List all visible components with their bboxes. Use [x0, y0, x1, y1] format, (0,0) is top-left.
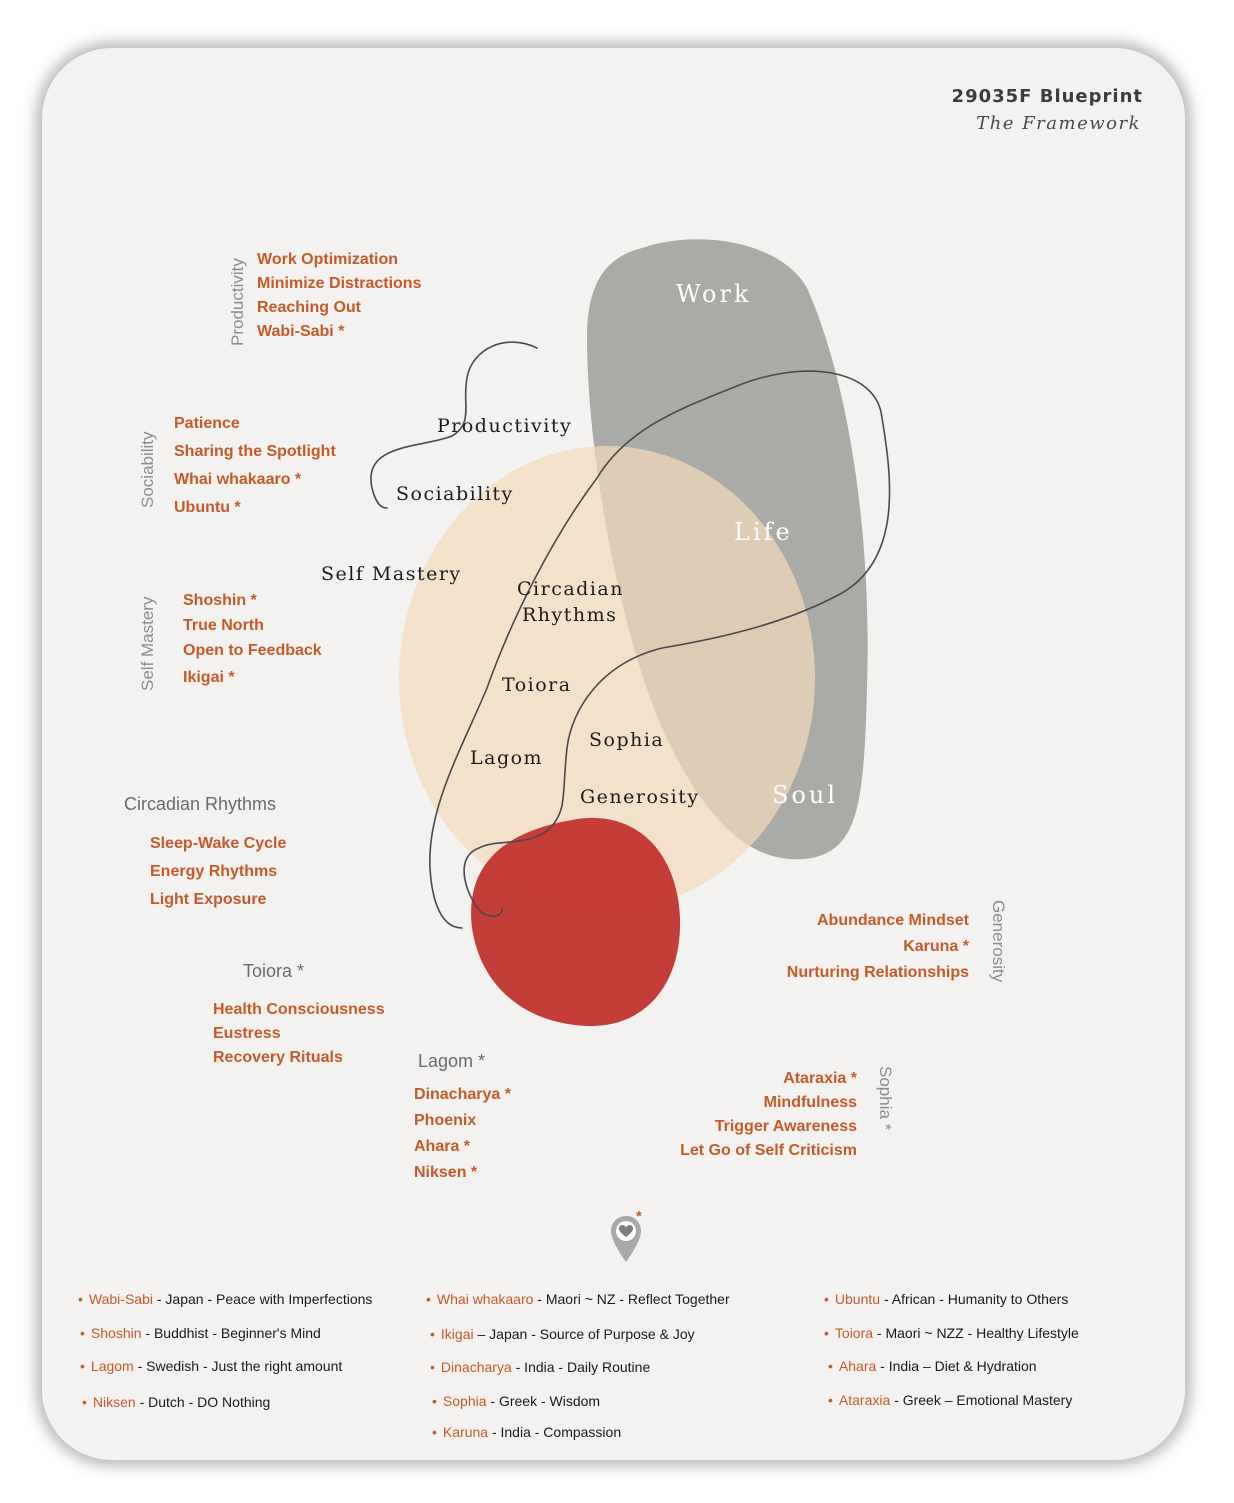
- list-item: Dinacharya *: [414, 1086, 511, 1103]
- diagram-label-generosity: Generosity: [580, 786, 700, 808]
- list-item: Ubuntu *: [174, 499, 241, 516]
- list-item: Ahara *: [414, 1138, 471, 1155]
- list-item: Work Optimization: [257, 251, 399, 268]
- list-item: Niksen *: [414, 1164, 478, 1181]
- circadian-list: Sleep-Wake Cycle Energy Rhythms Light Ex…: [150, 830, 286, 914]
- list-item: Nurturing Relationships: [786, 964, 969, 981]
- list-item: Minimize Distractions: [257, 275, 422, 292]
- lagom-list: Dinacharya * Phoenix Ahara * Niksen *: [414, 1082, 511, 1186]
- self-mastery-group-heading: Self Mastery: [138, 596, 157, 691]
- heart-location-pin-icon: [611, 1216, 641, 1262]
- page-title: 29035F Blueprint: [951, 86, 1143, 107]
- list-item: Eustress: [213, 1025, 281, 1042]
- legend-item: •Sophia - Greek - Wisdom: [432, 1393, 601, 1409]
- framework-card: 29035F Blueprint The Framework Work Life…: [42, 48, 1185, 1460]
- legend-item: •Whai whakaaro - Maori ~ NZ - Reflect To…: [426, 1291, 730, 1307]
- list-item: Reaching Out: [257, 299, 362, 316]
- list-item: Shoshin *: [183, 592, 257, 609]
- sophia-list: Ataraxia * Mindfulness Trigger Awareness…: [680, 1067, 857, 1163]
- diagram-label-toiora: Toiora: [502, 674, 572, 696]
- sociability-list: Patience Sharing the Spotlight Whai whak…: [174, 410, 336, 522]
- legend-item: •Ikigai – Japan - Source of Purpose & Jo…: [430, 1326, 695, 1342]
- productivity-list: Work Optimization Minimize Distractions …: [257, 248, 421, 344]
- legend-item: •Lagom - Swedish - Just the right amount: [80, 1358, 343, 1374]
- list-item: Wabi-Sabi *: [257, 323, 345, 340]
- list-item: Health Consciousness: [213, 1001, 385, 1018]
- self-mastery-list: Shoshin * True North Open to Feedback Ik…: [183, 588, 322, 692]
- diagram-label-productivity: Productivity: [437, 415, 573, 437]
- list-item: True North: [183, 617, 264, 634]
- sophia-group-heading: Sophia *: [876, 1066, 895, 1131]
- list-item: Recovery Rituals: [213, 1049, 343, 1066]
- diagram-label-sociability: Sociability: [396, 483, 514, 505]
- circadian-group-heading: Circadian Rhythms: [124, 794, 277, 814]
- page-subtitle: The Framework: [976, 113, 1141, 134]
- legend-item: •Ataraxia - Greek – Emotional Mastery: [828, 1392, 1073, 1408]
- soul-shape: [471, 817, 681, 1027]
- legend-item: •Ahara - India – Diet & Hydration: [828, 1358, 1037, 1374]
- framework-diagram: [370, 239, 891, 1027]
- toiora-list: Health Consciousness Eustress Recovery R…: [213, 998, 385, 1070]
- list-item: Open to Feedback: [183, 642, 322, 659]
- legend-item: •Dinacharya - India - Daily Routine: [430, 1359, 651, 1375]
- list-item: Let Go of Self Criticism: [680, 1142, 857, 1159]
- life-label: Life: [734, 518, 793, 546]
- toiora-group-heading: Toiora *: [243, 961, 305, 981]
- list-item: Karuna *: [903, 938, 969, 955]
- productivity-group-heading: Productivity: [228, 258, 247, 346]
- diagram-label-sophia: Sophia: [589, 729, 665, 751]
- generosity-list: Abundance Mindset Karuna * Nurturing Rel…: [787, 908, 969, 986]
- list-item: Light Exposure: [150, 891, 267, 908]
- list-item: Ataraxia *: [783, 1070, 857, 1087]
- diagram-label-self-mastery: Self Mastery: [321, 563, 462, 585]
- diagram-label-rhythms: Rhythms: [522, 604, 618, 626]
- legend-item: •Karuna - India - Compassion: [432, 1424, 622, 1440]
- list-item: Whai whakaaro *: [174, 471, 302, 488]
- sociability-group-heading: Sociability: [138, 431, 157, 508]
- legend-item: •Wabi-Sabi - Japan - Peace with Imperfec…: [78, 1291, 373, 1307]
- list-item: Mindfulness: [763, 1094, 857, 1111]
- flow-line: [370, 341, 891, 929]
- list-item: Phoenix: [414, 1112, 477, 1129]
- marker-star: *: [636, 1208, 642, 1225]
- list-item: Sharing the Spotlight: [174, 443, 336, 460]
- list-item: Sleep-Wake Cycle: [150, 835, 287, 852]
- legend-item: •Shoshin - Buddhist - Beginner's Mind: [80, 1325, 321, 1341]
- life-shape: [399, 446, 815, 910]
- work-label: Work: [676, 280, 752, 308]
- legend-item: •Ubuntu - African - Humanity to Others: [824, 1291, 1069, 1307]
- diagram-label-circadian: Circadian: [517, 578, 624, 600]
- list-item: Trigger Awareness: [714, 1118, 857, 1135]
- list-item: Patience: [174, 415, 240, 432]
- diagram-label-lagom: Lagom: [470, 747, 544, 769]
- generosity-group-heading: Generosity: [989, 900, 1008, 983]
- soul-label: Soul: [772, 781, 839, 809]
- legend-item: •Niksen - Dutch - DO Nothing: [82, 1394, 271, 1410]
- legend-item: •Toiora - Maori ~ NZZ - Healthy Lifestyl…: [824, 1325, 1079, 1341]
- list-item: Abundance Mindset: [816, 912, 969, 929]
- list-item: Ikigai *: [183, 669, 235, 686]
- list-item: Energy Rhythms: [150, 863, 278, 880]
- lagom-group-heading: Lagom *: [418, 1051, 486, 1071]
